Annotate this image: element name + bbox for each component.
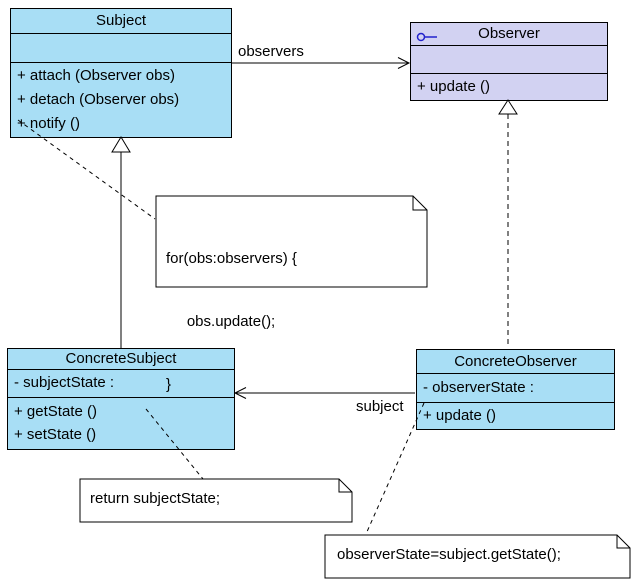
attribute: - observerState : — [423, 379, 534, 396]
generalization-arrow[interactable] — [111, 136, 131, 348]
operation: + getState () — [14, 403, 97, 420]
note-line: for(obs:observers) { — [166, 250, 297, 267]
note-notify-text: for(obs:observers) { obs.update(); } — [166, 206, 297, 437]
class-concrete-observer-name: ConcreteObserver — [454, 353, 577, 370]
class-concrete-subject-attributes-compartment: - subjectState : — [8, 369, 234, 397]
operation: + attach (Observer obs) — [17, 67, 175, 84]
class-subject-operations-compartment: + attach (Observer obs) + detach (Observ… — [11, 62, 231, 137]
operation: + notify () — [17, 115, 80, 132]
class-subject-name: Subject — [95, 12, 147, 29]
class-subject[interactable]: Subject + attach (Observer obs) + detach… — [10, 8, 232, 138]
class-concrete-subject-name: ConcreteSubject — [65, 350, 177, 367]
operation: + detach (Observer obs) — [17, 91, 180, 108]
association-label-subject: subject — [356, 398, 404, 415]
association-label-observers: observers — [238, 43, 304, 60]
class-subject-attributes-compartment — [11, 33, 231, 62]
class-concrete-observer-attributes-compartment: - observerState : — [417, 373, 614, 402]
interface-lollipop-icon — [416, 28, 442, 50]
operation: + setState () — [14, 426, 97, 443]
class-observer-attributes-compartment — [411, 45, 607, 73]
attribute: - subjectState : — [14, 374, 115, 391]
note-line: } — [166, 376, 172, 393]
operation: + update () — [417, 78, 490, 95]
class-observer-title: Observer — [411, 23, 607, 45]
note-getstate-text: return subjectState; — [90, 490, 221, 507]
class-observer-operations-compartment: + update () — [411, 73, 607, 100]
class-concrete-observer-operations-compartment: + update () — [417, 402, 614, 429]
class-observer-name: Observer — [478, 25, 540, 42]
note-line: obs.update(); — [166, 313, 276, 330]
operation: + update () — [423, 407, 496, 424]
class-observer[interactable]: Observer + update () — [410, 22, 608, 101]
realization-arrow[interactable] — [498, 99, 518, 348]
note-update-text: observerState=subject.getState(); — [337, 546, 561, 563]
class-concrete-observer[interactable]: ConcreteObserver - observerState : + upd… — [416, 349, 615, 430]
class-concrete-subject-operations-compartment: + getState () + setState () — [8, 397, 234, 449]
